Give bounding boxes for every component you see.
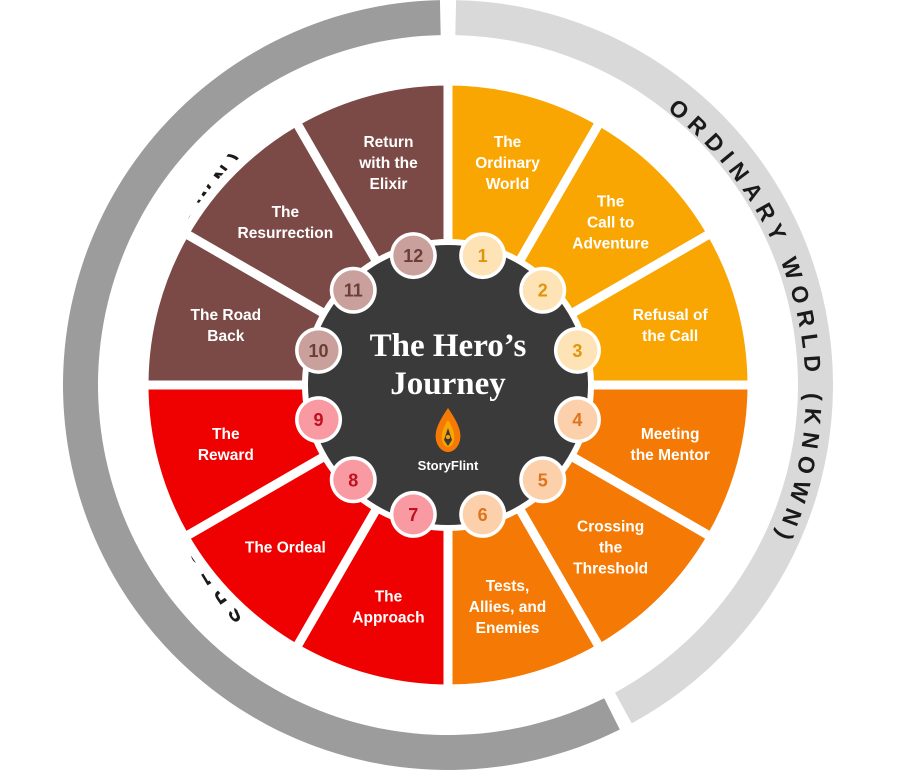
- stage-number: 2: [538, 281, 548, 301]
- logo-text: StoryFlint: [418, 458, 479, 473]
- hub-circle: [308, 245, 588, 525]
- outer-ring: [62, 0, 833, 771]
- stage-number-badge-7: 7: [389, 490, 437, 538]
- stage-label: The Ordeal: [245, 540, 326, 557]
- stage-number: 4: [572, 410, 582, 430]
- stage-number: 8: [348, 470, 358, 490]
- title-line-1: The Hero’s: [370, 328, 527, 364]
- stage-number-badge-3: 3: [553, 326, 601, 374]
- stage-number: 7: [408, 505, 418, 525]
- stage-number: 12: [403, 246, 423, 266]
- diagram-title: The Hero’s Journey: [370, 328, 527, 402]
- stage-number-badge-11: 11: [329, 266, 377, 314]
- stage-number-badge-5: 5: [519, 456, 567, 504]
- stage-number: 3: [572, 341, 582, 361]
- stage-number-badge-9: 9: [295, 396, 343, 444]
- stage-number: 10: [309, 341, 329, 361]
- stage-number-badge-2: 2: [519, 266, 567, 314]
- stage-number-badge-4: 4: [553, 396, 601, 444]
- stage-number: 1: [478, 246, 488, 266]
- title-line-2: Journey: [390, 366, 506, 402]
- stage-number: 5: [538, 470, 548, 490]
- storyflint-logo: StoryFlint: [418, 408, 479, 473]
- ring-known-half: [455, 0, 833, 724]
- pen-nib-flame-icon: [435, 408, 461, 452]
- stage-number: 11: [344, 281, 363, 301]
- stage-number-badge-1: 1: [459, 232, 507, 280]
- center-hub: [302, 239, 594, 531]
- stage-number-badge-6: 6: [459, 490, 507, 538]
- stage-number: 9: [314, 410, 324, 430]
- stage-number-badge-10: 10: [295, 326, 343, 374]
- stage-number: 6: [478, 505, 488, 525]
- stage-number-badge-12: 12: [389, 232, 437, 280]
- stage-number-badge-8: 8: [329, 456, 377, 504]
